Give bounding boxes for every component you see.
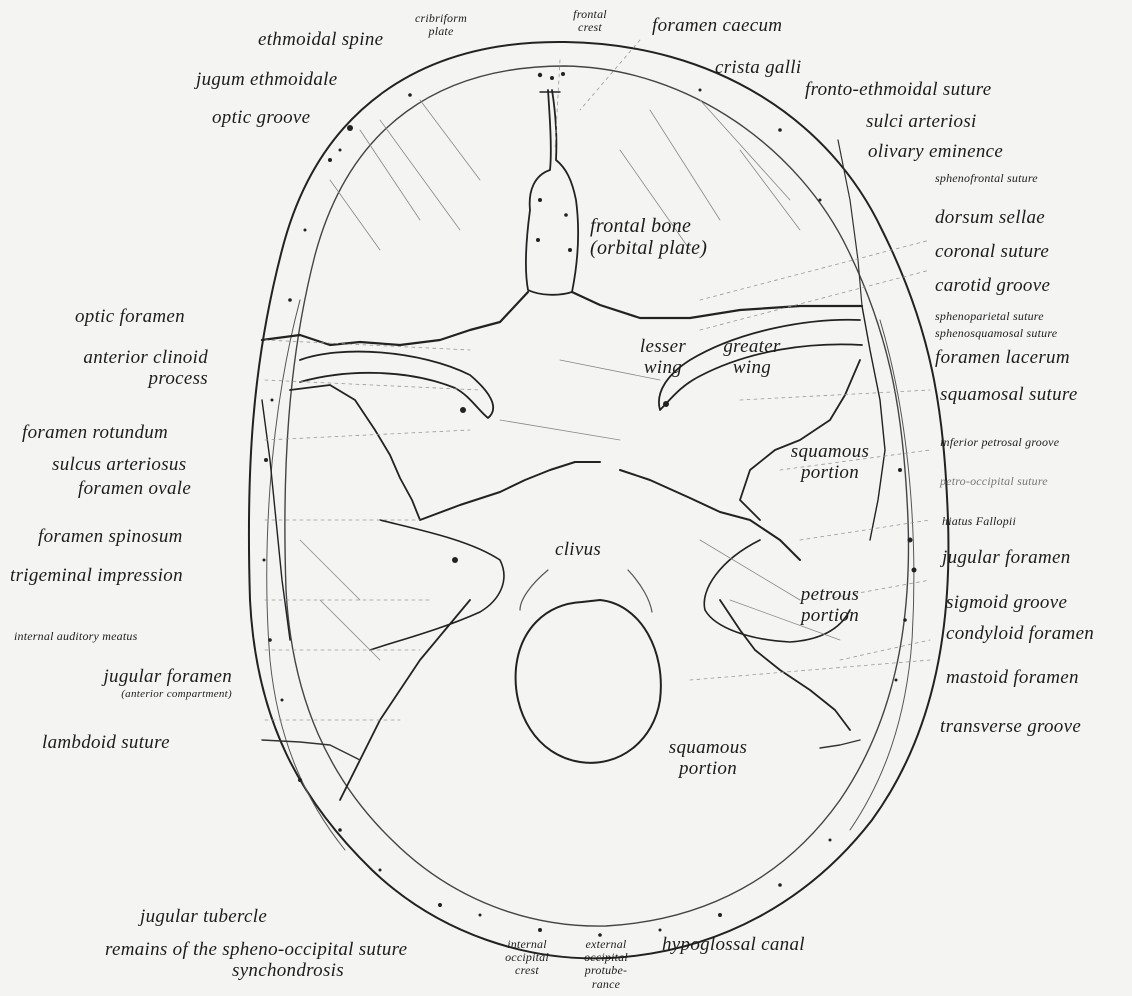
label-squamous-portion-occipital-line2: portion [648,759,768,780]
label-dorsum-sellae: dorsum sellae [935,208,1045,229]
label-jugular-foramen-left: jugular foramen (anterior compartment) [20,667,232,700]
label-jugular-foramen-left-line2: (anterior compartment) [20,688,232,700]
label-foramen-lacerum: foramen lacerum [935,348,1070,369]
label-frontal-bone-line1: frontal bone [590,215,707,237]
label-squamous-portion-occipital: squamous portion [648,738,768,780]
label-internal-occipital-crest: internal occipital crest [492,938,562,978]
label-lambdoid-suture: lambdoid suture [42,733,170,754]
label-olivary-eminence: olivary eminence [868,142,1003,163]
right-skull-edge-inner [850,320,914,830]
label-fronto-ethmoidal-suture: fronto-ethmoidal suture [805,80,992,101]
label-frontal-bone: frontal bone (orbital plate) [590,215,707,259]
label-frontal-crest: frontal crest [560,8,620,34]
petrous-ridge-left [420,462,600,520]
label-internal-auditory-meatus: internal auditory meatus [14,630,137,643]
label-lesser-wing-line1: lesser [626,337,700,358]
label-external-occipital-line4: rance [566,978,646,991]
label-jugular-tubercle: jugular tubercle [140,907,267,928]
petrous-left-outline [370,520,504,650]
label-petrous-portion: petrous portion [790,585,870,627]
label-mastoid-foramen: mastoid foramen [946,668,1079,689]
label-external-occipital-line3: protube- [566,964,646,977]
surface-hatching [300,100,840,660]
label-sphenosquamosal-suture: sphenosquamosal suture [935,327,1057,340]
label-lesser-wing-line2: wing [626,358,700,379]
label-petrous-portion-line1: petrous [790,585,870,606]
foramen-magnum [516,600,661,763]
label-petrous-portion-line2: portion [790,606,870,627]
label-coronal-suture: coronal suture [935,242,1049,263]
label-cribriform-plate: cribriform plate [406,12,476,38]
label-squamous-portion-occipital-line1: squamous [648,738,768,759]
label-squamous-portion-temporal-line2: portion [775,463,885,484]
label-transverse-groove: transverse groove [940,717,1081,738]
label-foramen-rotundum: foramen rotundum [22,423,168,444]
label-optic-groove: optic groove [212,108,310,129]
label-sphenoparietal-suture: sphenoparietal suture [935,310,1044,323]
label-petro-occipital-suture: petro-occipital suture [940,475,1048,488]
label-greater-wing-line2: wing [710,358,794,379]
label-greater-wing-line1: greater [710,337,794,358]
label-sigmoid-groove: sigmoid groove [946,593,1067,614]
left-skull-edge-inner [267,300,345,850]
sphenoid-ridge-right [572,292,862,318]
label-sulcus-arteriosus: sulcus arteriosus [52,455,186,476]
label-foramen-caecum: foramen caecum [652,16,782,37]
label-squamosal-suture: squamosal suture [940,385,1078,406]
label-inferior-petrosal-groove: inferior petrosal groove [940,436,1059,449]
middle-fossa-right [740,360,860,520]
label-anterior-clinoid-process: anterior clinoid process [40,348,208,390]
label-squamous-portion-temporal: squamous portion [775,442,885,484]
label-crista-galli: crista galli [715,58,801,79]
label-jugum-ethmoidale: jugum ethmoidale [196,70,337,91]
label-sulci-arteriosi: sulci arteriosi [866,112,977,133]
label-trigeminal-impression: trigeminal impression [10,566,183,587]
label-internal-occipital-line3: crest [492,964,562,977]
label-optic-foramen: optic foramen [75,307,185,328]
crista-galli [526,90,578,295]
squamosal-suture-right [862,306,885,540]
label-hypoglossal-canal: hypoglossal canal [662,935,805,956]
label-condyloid-foramen: condyloid foramen [946,624,1094,645]
label-sphenofrontal-suture: sphenofrontal suture [935,172,1038,185]
label-external-occipital-protuberance: external occipital protube- rance [566,938,646,991]
label-jugular-foramen-left-line1: jugular foramen [20,667,232,688]
label-frontal-crest-line2: crest [560,21,620,34]
label-squamous-portion-temporal-line1: squamous [775,442,885,463]
label-foramen-ovale: foramen ovale [78,479,191,500]
label-ethmoidal-spine: ethmoidal spine [258,30,383,51]
label-hiatus-fallopii: hiatus Fallopii [942,515,1016,528]
outer-skull-outline [249,42,949,958]
posterior-fossa-left [340,600,470,800]
label-cribriform-plate-line2: plate [406,25,476,38]
label-lesser-wing: lesser wing [626,337,700,379]
inner-skull-outline [285,66,909,926]
clivus-ridges [520,570,652,612]
label-clivus: clivus [555,540,601,561]
label-remains-spheno-occipital-suture: remains of the spheno-occipital suture [105,940,407,961]
label-anterior-clinoid-line2: process [40,369,208,390]
label-jugular-foramen-right: jugular foramen [942,548,1071,569]
label-synchondrosis: synchondrosis [232,961,344,982]
label-anterior-clinoid-line1: anterior clinoid [40,348,208,369]
label-foramen-spinosum: foramen spinosum [38,527,183,548]
label-frontal-bone-line2: (orbital plate) [590,237,707,259]
middle-fossa-left [290,385,420,520]
label-greater-wing: greater wing [710,337,794,379]
label-carotid-groove: carotid groove [935,276,1050,297]
petrous-ridge-right [620,470,800,560]
